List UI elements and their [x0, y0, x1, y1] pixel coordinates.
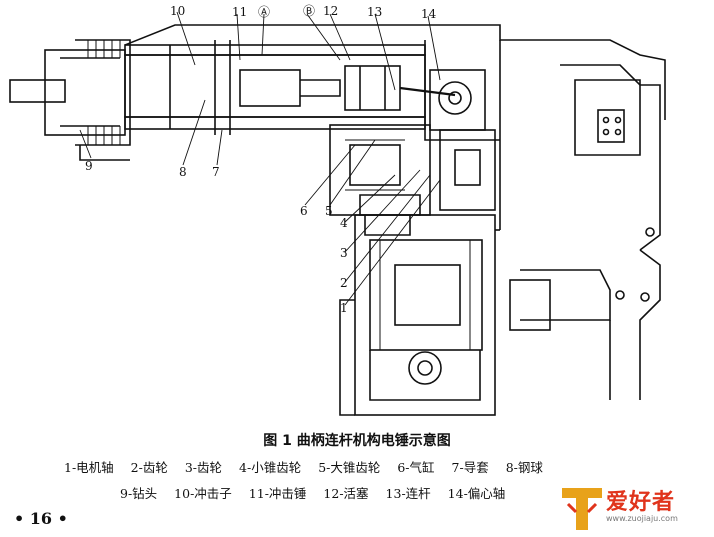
callout-5: 5 [325, 204, 333, 218]
legend-item: 11-冲击锤 [248, 486, 307, 501]
legend-row-2: 9-钻头 10-冲击子 11-冲击锤 12-活塞 13-连杆 14-偏心轴 [120, 483, 518, 502]
legend-item: 14-偏心轴 [447, 486, 506, 501]
callout-12: 12 [323, 4, 339, 18]
callout-3: 3 [340, 246, 348, 260]
legend-row-1: 1-电机轴 2-齿轮 3-齿轮 4-小锥齿轮 5-大锥齿轮 6-气缸 7-导套 … [64, 457, 556, 476]
callout-10: 10 [170, 4, 186, 18]
legend-item: 3-齿轮 [184, 460, 223, 475]
callout-4: 4 [340, 216, 348, 230]
legend-item: 4-小锥齿轮 [239, 460, 302, 475]
legend-item: 10-冲击子 [174, 486, 232, 501]
callout-6: 6 [300, 204, 308, 218]
callout-7: 7 [212, 165, 220, 179]
callout-A: Ⓐ [258, 5, 271, 19]
legend-item: 9-钻头 [120, 486, 158, 501]
legend-item: 5-大锥齿轮 [318, 460, 381, 475]
legend-item: 8-钢球 [505, 460, 543, 475]
page-number: • 16 • [14, 509, 68, 528]
legend-item: 2-齿轮 [130, 460, 168, 475]
legend-item: 6-气缸 [397, 460, 435, 475]
callout-1: 1 [340, 301, 348, 315]
legend-item: 1-电机轴 [64, 460, 114, 475]
callout-13: 13 [367, 5, 383, 19]
callout-11: 11 [232, 5, 248, 19]
watermark-logo: 爱好者 www.zuojiaju.com [558, 478, 708, 534]
figure-caption: 图 1 曲柄连杆机构电锤示意图 [263, 433, 451, 449]
watermark-emblem-icon [562, 488, 602, 530]
watermark-text: 爱好者 [606, 490, 676, 515]
callout-2: 2 [340, 276, 348, 290]
legend-item: 7-导套 [451, 460, 489, 475]
watermark-url: www.zuojiaju.com [606, 514, 678, 523]
legend-item: 13-连杆 [385, 486, 431, 501]
legend-item: 12-活塞 [323, 486, 369, 501]
electric-hammer-cross-section [9, 11, 666, 416]
callout-8: 8 [179, 165, 187, 179]
callout-9: 9 [85, 159, 93, 173]
callout-14: 14 [421, 7, 437, 21]
callout-B: Ⓑ [303, 4, 316, 18]
